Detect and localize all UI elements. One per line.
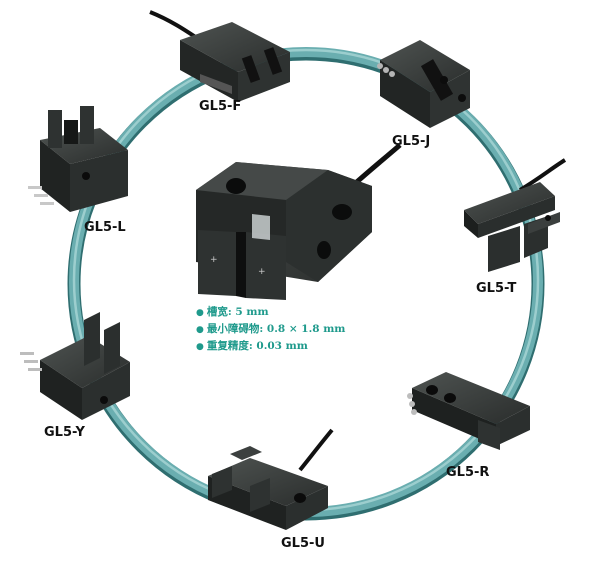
label-gl5-u: GL5-U [281,536,325,551]
sensor-gl5-t [464,158,567,272]
label-gl5-t: GL5-T [476,281,517,296]
label-gl5-y: GL5-Y [44,425,85,440]
sensor-gl5-f [149,10,290,102]
sensor-gl5-l [28,106,128,212]
spec-list: ●槽宽: 5 mm ●最小障碍物: 0.8 × 1.8 mm ●重复精度: 0.… [196,304,345,355]
svg-text:+: + [258,267,266,277]
bullet-icon: ● [196,308,204,318]
label-gl5-l: GL5-L [84,220,126,235]
label-gl5-j: GL5-J [392,134,431,149]
bullet-icon: ● [196,325,204,335]
sensor-gl5-y [20,312,130,420]
label-gl5-f: GL5-F [199,99,242,114]
spec-min-object: 最小障碍物: 0.8 × 1.8 mm [206,323,346,335]
label-gl5-r: GL5-R [446,465,490,480]
sensor-gl5-u [208,428,334,530]
sensor-gl5-j [377,40,470,128]
sensor-center: + + [196,143,402,300]
bullet-icon: ● [196,342,204,352]
spec-slot-width: 槽宽: 5 mm [206,306,269,318]
spec-item: ●重复精度: 0.03 mm [196,338,345,355]
spec-item: ●最小障碍物: 0.8 × 1.8 mm [196,321,345,338]
svg-text:+: + [210,255,218,265]
sensor-gl5-r [407,372,530,450]
spec-repeatability: 重复精度: 0.03 mm [206,340,308,352]
spec-item: ●槽宽: 5 mm [196,304,345,321]
